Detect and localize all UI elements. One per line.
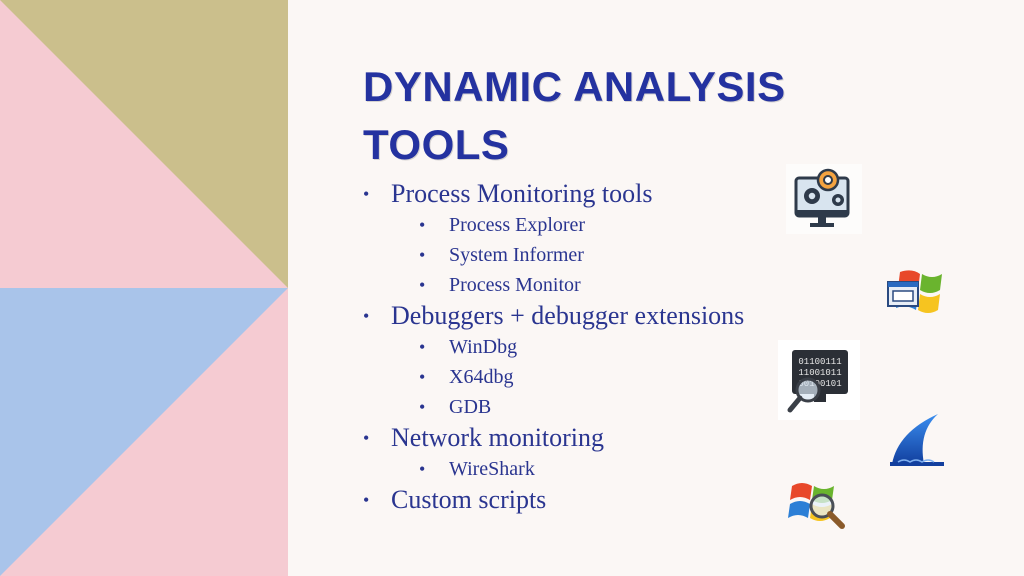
bullet-dot: • [419, 397, 426, 417]
sub-bullet-item: •X64dbg [363, 362, 744, 392]
windows-magnifier-icon [788, 483, 845, 529]
sub-bullet-item: •Process Explorer [363, 210, 744, 240]
monitor-gears-icon [786, 164, 862, 234]
bullet-item: •Process Monitoring tools [363, 179, 653, 208]
sub-bullet-item: •WireShark [363, 454, 744, 484]
decorative-triangles [0, 0, 288, 576]
bullet-list: •Process Monitoring tools •Process Explo… [363, 178, 744, 516]
bullet-dot: • [363, 490, 370, 510]
sub-bullet-item: •WinDbg [363, 332, 744, 362]
windows-window-icon [887, 270, 942, 313]
sub-bullet-item: •System Informer [363, 240, 744, 270]
svg-text:00100101: 00100101 [798, 379, 841, 389]
bullet-dot: • [419, 337, 426, 357]
svg-text:01100111: 01100111 [798, 357, 841, 367]
slide-title: DYNAMIC ANALYSIS TOOLS [363, 58, 786, 174]
blue-triangle [0, 288, 288, 576]
sub-bullet-item: •GDB [363, 392, 744, 422]
bullet-dot: • [363, 184, 370, 204]
bullet-dot: • [419, 459, 426, 479]
bullet-item: •Debuggers + debugger extensions [363, 301, 745, 330]
bullet-item: •Network monitoring [363, 423, 605, 452]
svg-text:11001011: 11001011 [798, 368, 841, 378]
bullet-dot: • [419, 245, 426, 265]
bullet-dot: • [363, 428, 370, 448]
bullet-item: •Custom scripts [363, 485, 547, 514]
wireshark-fin-icon [890, 414, 944, 466]
sub-bullet-item: •Process Monitor [363, 270, 744, 300]
olive-triangle [0, 0, 288, 288]
binary-magnifier-icon: 01100111 11001011 00100101 [778, 340, 860, 420]
title-line-2: TOOLS [363, 121, 510, 168]
bullet-dot: • [363, 306, 370, 326]
bullet-dot: • [419, 275, 426, 295]
bullet-dot: • [419, 367, 426, 387]
title-line-1: DYNAMIC ANALYSIS [363, 63, 786, 110]
bullet-dot: • [419, 215, 426, 235]
